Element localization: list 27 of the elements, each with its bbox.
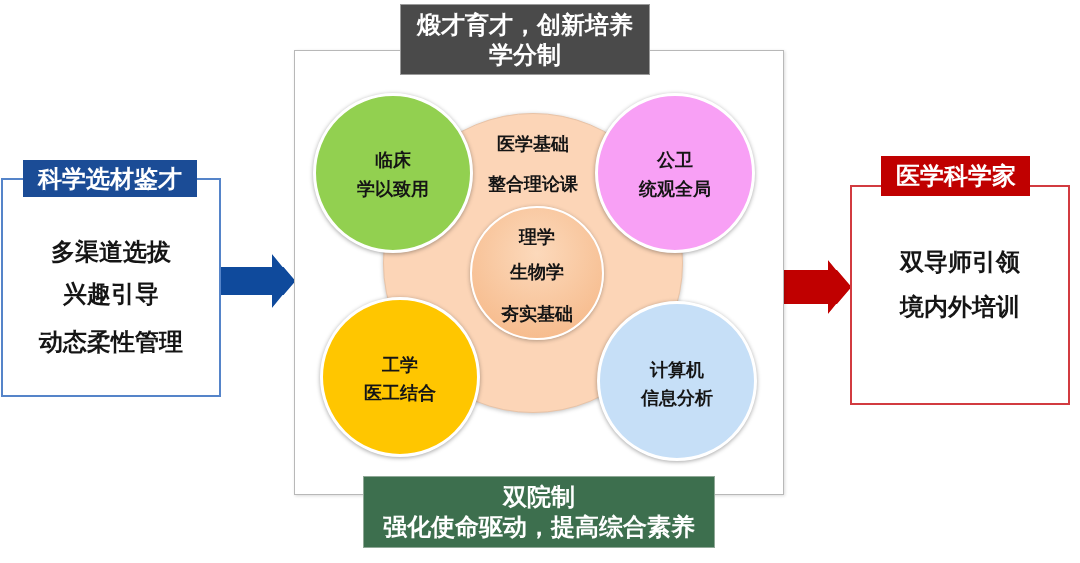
banner-text: 煅才育才，创新培养 bbox=[417, 9, 633, 40]
circle-label: 医学基础 bbox=[497, 133, 569, 155]
body-text: 境内外培训 bbox=[900, 292, 1020, 322]
title-banner: 医学科学家 bbox=[881, 156, 1030, 196]
circle-label: 临床 bbox=[375, 149, 411, 171]
circle-label: 计算机 bbox=[650, 359, 704, 381]
body-text: 多渠道选拔 bbox=[51, 237, 171, 267]
banner-text: 强化使命驱动，提高综合素养 bbox=[383, 512, 695, 542]
body-text: 双导师引领 bbox=[900, 247, 1020, 277]
body-text: 兴趣引导 bbox=[63, 279, 159, 309]
block-arrow bbox=[784, 260, 850, 314]
foundation-circle bbox=[470, 206, 604, 340]
circle-label: 统观全局 bbox=[639, 178, 711, 200]
body-text: 动态柔性管理 bbox=[39, 327, 183, 357]
banner-text: 学分制 bbox=[489, 39, 561, 70]
circle-label: 信息分析 bbox=[641, 387, 713, 409]
title-banner: 科学选材鉴才 bbox=[23, 160, 197, 197]
circle-label: 学以致用 bbox=[357, 178, 429, 200]
circle-label: 夯实基础 bbox=[501, 303, 573, 325]
circle-label: 医工结合 bbox=[364, 382, 436, 404]
circle-label: 理学 bbox=[519, 226, 555, 248]
circle-label: 公卫 bbox=[657, 149, 693, 171]
circle-label: 整合理论课 bbox=[488, 173, 578, 195]
banner-text: 双院制 bbox=[503, 482, 575, 512]
circle-label: 生物学 bbox=[510, 261, 564, 283]
block-arrow bbox=[221, 254, 294, 308]
circle-label: 工学 bbox=[382, 354, 418, 376]
